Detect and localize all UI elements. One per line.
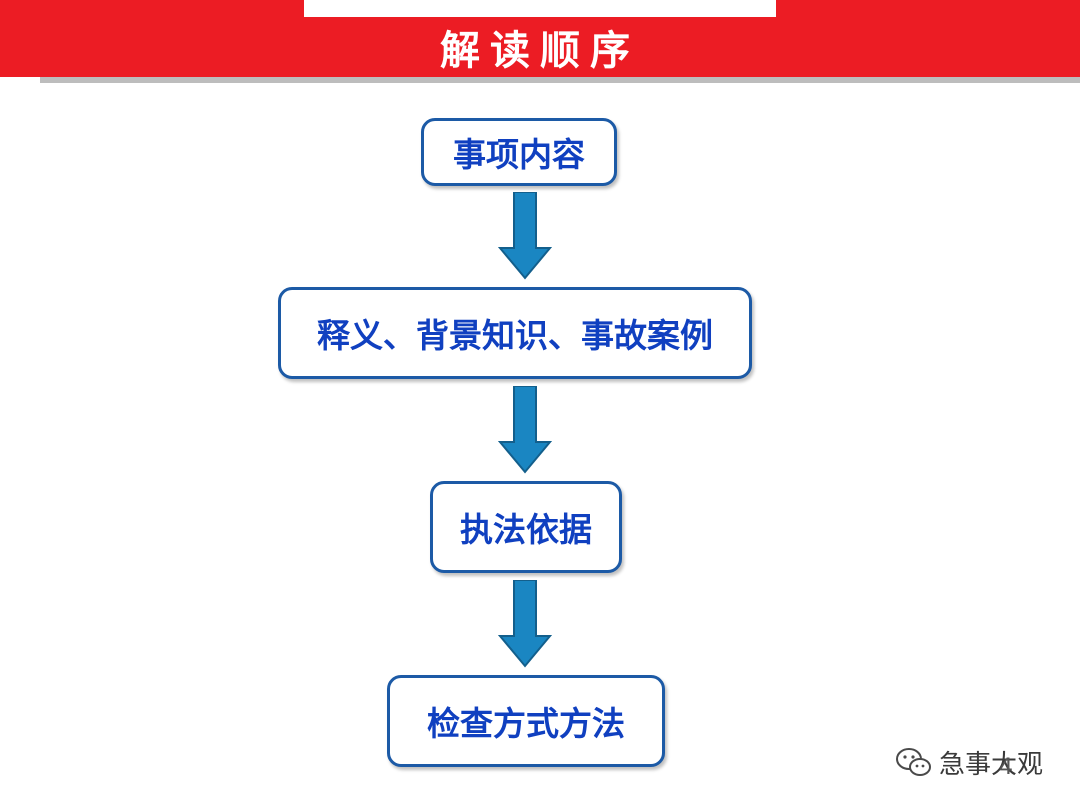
header-underline <box>40 77 1080 83</box>
flow-step-3-label: 执法依据 <box>460 510 592 549</box>
slide-title: 解读顺序 <box>440 28 640 74</box>
flow-arrow-2 <box>498 386 552 474</box>
header-band <box>0 17 1080 77</box>
flow-step-4-box: 检查方式方法 <box>387 675 665 767</box>
header-right-band <box>776 0 1080 17</box>
page-number: 4 <box>999 755 1013 780</box>
flow-step-2-label: 释义、背景知识、事故案例 <box>317 316 713 355</box>
header-left-band <box>0 0 304 17</box>
flow-step-1-label: 事项内容 <box>453 135 585 174</box>
flow-step-3-box: 执法依据 <box>430 481 622 573</box>
flow-step-2-box: 释义、背景知识、事故案例 <box>278 287 752 379</box>
wechat-icon <box>896 748 931 776</box>
flow-step-1-box: 事项内容 <box>421 118 617 186</box>
watermark: 急事大观 <box>895 742 1043 782</box>
watermark-text: 急事大观 <box>939 749 1044 780</box>
flow-arrow-1 <box>498 192 552 280</box>
flow-step-4-label: 检查方式方法 <box>427 704 625 743</box>
header-tab-top <box>304 0 776 17</box>
flow-arrow-3 <box>498 580 552 668</box>
